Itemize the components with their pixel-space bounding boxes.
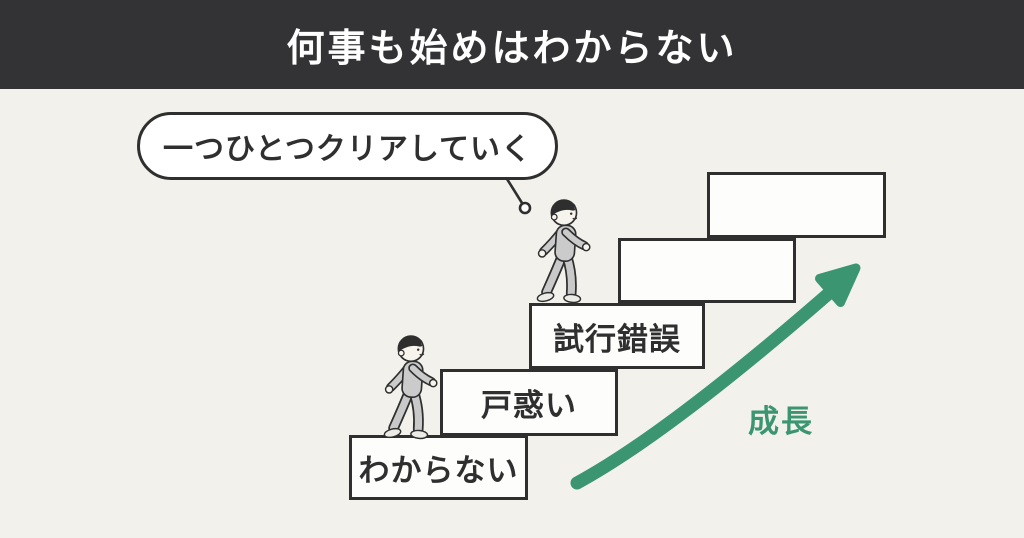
page-title: 何事も始めはわからない [286,28,738,70]
step-empty-top [707,172,886,238]
speech-bubble-pointer-icon [505,178,532,215]
step-dont-understand: わからない [349,435,528,500]
step-label: 試行錯誤 [553,321,681,357]
walking-person-icon [531,196,593,305]
walking-person-icon [378,332,440,441]
step-label: 戸惑い [481,388,577,423]
step-empty-upper [618,238,796,303]
speech-bubble-text: 一つひとつクリアしていく [163,133,532,166]
step-trial-and-error: 試行錯誤 [529,303,705,369]
speech-bubble: 一つひとつクリアしていく [137,112,558,180]
step-confusion: 戸惑い [440,369,618,436]
growth-arrow-icon [570,263,861,490]
step-label: わからない [358,453,519,488]
growth-label: 成長 [748,404,814,439]
title-bar: 何事も始めはわからない [0,0,1024,89]
